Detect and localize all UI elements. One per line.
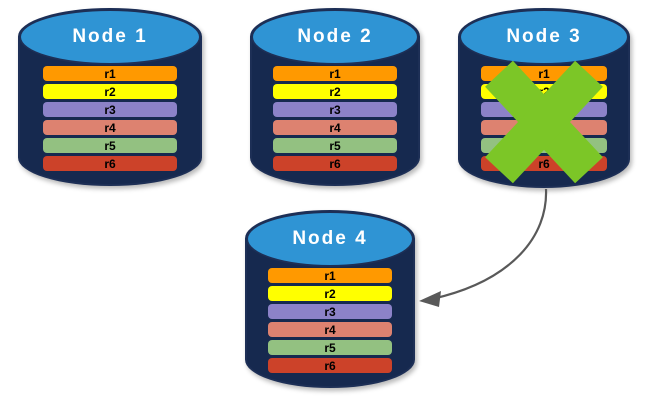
row-label: r3	[324, 304, 336, 319]
node-title: Node 3	[506, 26, 582, 47]
row-item[interactable]: r4	[481, 120, 607, 135]
row-item[interactable]: r3	[267, 304, 393, 319]
row-item[interactable]: r6	[267, 358, 393, 373]
row-item[interactable]: r3	[481, 102, 607, 117]
row-item[interactable]: r1	[267, 268, 393, 283]
row-label: r6	[329, 156, 341, 171]
node-node3[interactable]: Node 3 r1 r2 r3 r4 r5 r6	[458, 8, 630, 188]
row-label: r2	[329, 84, 341, 99]
row-item[interactable]: r6	[481, 156, 607, 171]
row-item[interactable]: r1	[272, 66, 398, 81]
row-label: r4	[324, 322, 336, 337]
node-title: Node 1	[72, 26, 148, 47]
row-item[interactable]: r5	[272, 138, 398, 153]
row-label: r6	[104, 156, 116, 171]
row-label: r1	[329, 66, 341, 81]
row-list: r1 r2 r3 r4 r5 r6	[245, 268, 415, 373]
row-label: r5	[104, 138, 116, 153]
row-list: r1 r2 r3 r4 r5 r6	[18, 66, 202, 171]
arrowhead-icon	[419, 291, 441, 307]
connector-line	[431, 188, 548, 301]
row-list: r1 r2 r3 r4 r5 r6	[458, 66, 630, 171]
row-label: r6	[324, 358, 336, 373]
row-label: r6	[538, 156, 550, 171]
row-label: r1	[324, 268, 336, 283]
node-node2[interactable]: Node 2 r1 r2 r3 r4 r5 r6	[250, 8, 420, 186]
row-item[interactable]: r1	[481, 66, 607, 81]
cylinder-top: Node 2	[251, 9, 419, 65]
row-label: r2	[324, 286, 336, 301]
row-item[interactable]: r6	[42, 156, 178, 171]
row-item[interactable]: r3	[272, 102, 398, 117]
cylinder-top: Node 4	[246, 211, 414, 267]
row-label: r3	[104, 102, 116, 117]
node-node1[interactable]: Node 1 r1 r2 r3 r4 r5 r6	[18, 8, 202, 186]
row-item[interactable]: r4	[272, 120, 398, 135]
row-label: r1	[104, 66, 116, 81]
row-item[interactable]: r3	[42, 102, 178, 117]
row-label: r5	[329, 138, 341, 153]
row-item[interactable]: r1	[42, 66, 178, 81]
row-label: r3	[538, 102, 550, 117]
node-title: Node 2	[297, 26, 373, 47]
row-label: r4	[329, 120, 341, 135]
cylinder-top: Node 3	[459, 9, 629, 65]
row-label: r4	[104, 120, 116, 135]
cylinder-top: Node 1	[19, 9, 201, 65]
node-node4[interactable]: Node 4 r1 r2 r3 r4 r5 r6	[245, 210, 415, 388]
row-label: r3	[329, 102, 341, 117]
row-label: r2	[538, 84, 550, 99]
row-item[interactable]: r2	[272, 84, 398, 99]
row-item[interactable]: r4	[267, 322, 393, 337]
row-label: r2	[104, 84, 116, 99]
row-item[interactable]: r2	[267, 286, 393, 301]
row-item[interactable]: r5	[481, 138, 607, 153]
row-item[interactable]: r6	[272, 156, 398, 171]
row-item[interactable]: r5	[42, 138, 178, 153]
row-list: r1 r2 r3 r4 r5 r6	[250, 66, 420, 171]
row-label: r5	[538, 138, 550, 153]
row-item[interactable]: r2	[42, 84, 178, 99]
row-label: r1	[538, 66, 550, 81]
row-label: r5	[324, 340, 336, 355]
row-item[interactable]: r2	[481, 84, 607, 99]
row-item[interactable]: r4	[42, 120, 178, 135]
node-title: Node 4	[292, 228, 368, 249]
row-label: r4	[538, 120, 550, 135]
row-item[interactable]: r5	[267, 340, 393, 355]
